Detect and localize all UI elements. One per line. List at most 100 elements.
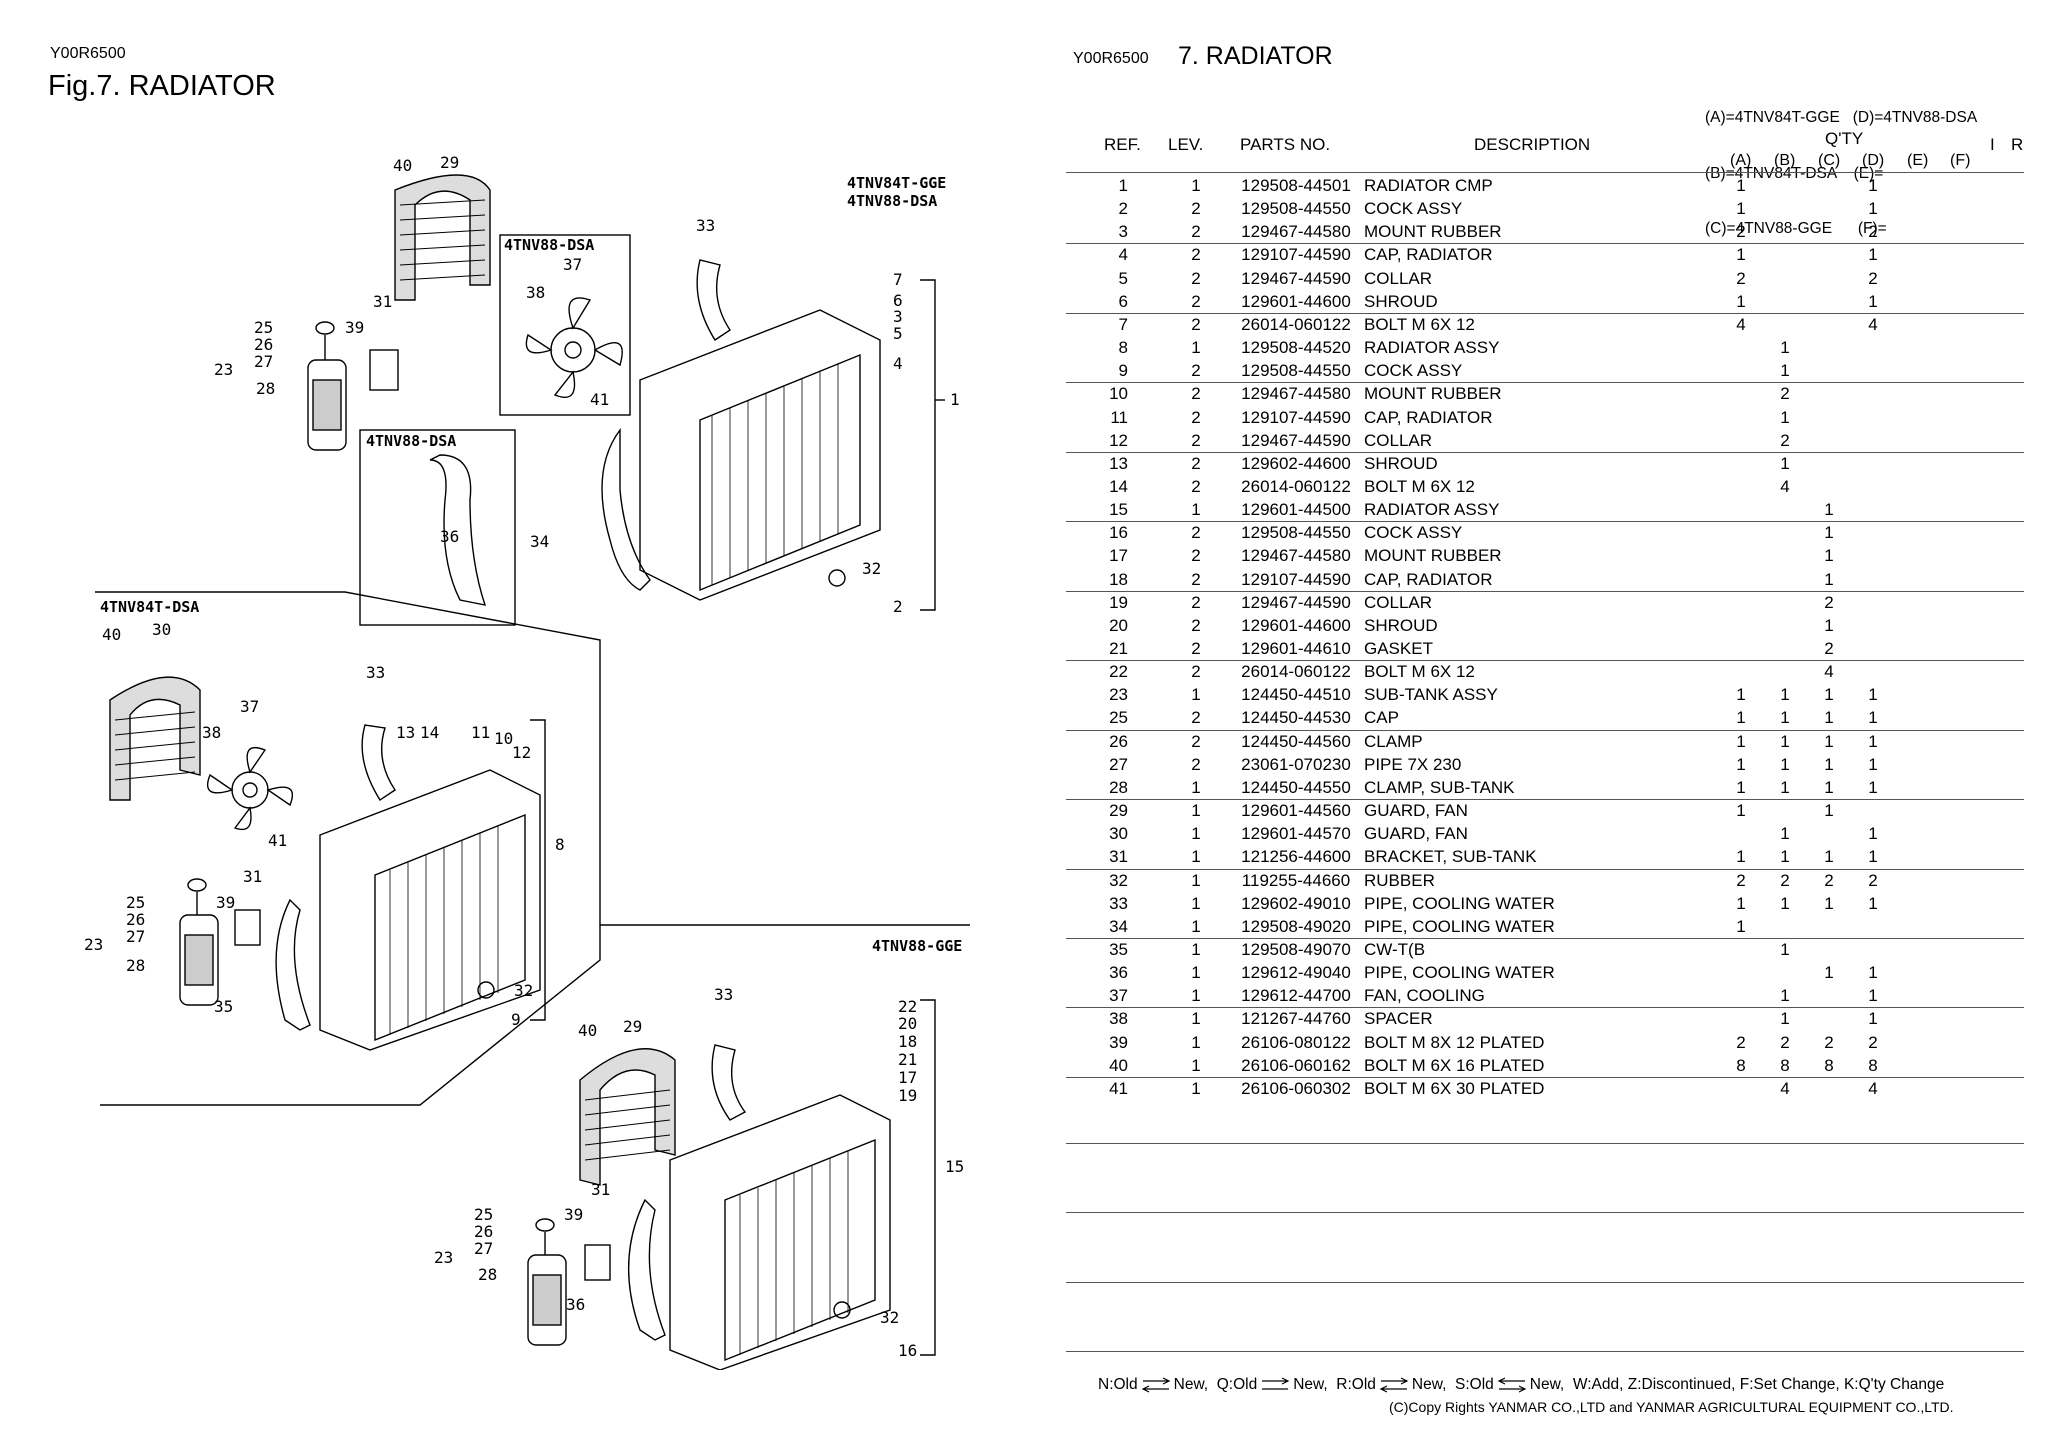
legend-n-new: New, — [1173, 1376, 1209, 1393]
part-number-cell: 129601-44600 — [1241, 291, 1351, 311]
section-title: 7. RADIATOR — [1178, 42, 1333, 70]
ref-cell: 4 — [1118, 245, 1128, 265]
callout: 39 — [345, 318, 364, 337]
ref-cell: 7 — [1118, 314, 1128, 334]
part-number-cell: 129601-44500 — [1241, 500, 1351, 520]
middle-assembly — [109, 676, 546, 1051]
legend-r: R:Old — [1336, 1376, 1376, 1393]
callout: 40 — [578, 1021, 597, 1040]
description-cell: COCK ASSY — [1364, 199, 1463, 219]
callout: 26 — [126, 910, 145, 929]
qty-cell-c: 1 — [1824, 963, 1834, 983]
lev-cell: 2 — [1191, 708, 1201, 728]
description-cell: BOLT M 8X 12 PLATED — [1364, 1032, 1545, 1052]
callout: 32 — [514, 981, 533, 1000]
part-number-cell: 119255-44660 — [1241, 870, 1351, 890]
copyright-notice: (C)Copy Rights YANMAR CO.,LTD and YANMAR… — [1389, 1399, 1954, 1415]
qty-cell-a: 1 — [1736, 847, 1746, 867]
callout: 41 — [590, 390, 609, 409]
ref-cell: 22 — [1109, 662, 1128, 682]
swap-arrows-icon — [1379, 1377, 1409, 1393]
part-number-cell: 129508-44501 — [1241, 176, 1351, 195]
table-rule — [1066, 1351, 2024, 1352]
part-number-cell: 129508-49020 — [1241, 916, 1351, 936]
qty-cell-b: 1 — [1780, 1009, 1790, 1029]
description-cell: CW-T(B — [1364, 939, 1426, 959]
lev-cell: 2 — [1191, 314, 1201, 334]
description-cell: GUARD, FAN — [1364, 824, 1468, 844]
qty-cell-b: 4 — [1780, 1078, 1790, 1098]
model-key-line: (B)=4TNV84T-DSA (E)= — [1705, 164, 1884, 182]
part-number-cell: 129601-44570 — [1241, 824, 1351, 844]
qty-cell-c: 2 — [1824, 639, 1834, 658]
qty-cell-b: 1 — [1780, 407, 1790, 427]
part-number-cell: 129612-49040 — [1241, 963, 1351, 983]
part-number-cell: 129508-44550 — [1241, 361, 1351, 381]
callout: 18 — [898, 1032, 917, 1051]
description-cell: CAP, RADIATOR — [1364, 245, 1493, 265]
description-header: DESCRIPTION — [1474, 135, 1591, 154]
lev-header: LEV. — [1168, 135, 1204, 154]
qty-cell-d: 1 — [1868, 893, 1878, 913]
lev-cell: 1 — [1191, 963, 1201, 983]
ref-cell: 17 — [1109, 546, 1128, 566]
description-cell: CAP — [1364, 708, 1399, 728]
table-rule — [1066, 521, 2024, 523]
qty-cell-c: 1 — [1824, 893, 1834, 913]
ref-cell: 14 — [1109, 476, 1128, 496]
qty-cell-a: 1 — [1736, 199, 1746, 219]
qty-cell-b: 1 — [1780, 685, 1790, 705]
callout: 19 — [898, 1086, 917, 1105]
lev-cell: 1 — [1191, 338, 1201, 358]
qty-col-c: (C) — [1818, 152, 1841, 169]
description-cell: MOUNT RUBBER — [1364, 384, 1502, 404]
qty-cell-a: 1 — [1736, 291, 1746, 311]
qty-cell-b: 2 — [1780, 384, 1790, 404]
callout: 12 — [512, 743, 531, 762]
table-rule — [1066, 937, 2024, 939]
lev-cell: 1 — [1191, 847, 1201, 867]
qty-cell-b: 2 — [1780, 870, 1790, 890]
description-cell: GUARD, FAN — [1364, 801, 1468, 821]
callout: 23 — [434, 1248, 453, 1267]
callout: 39 — [216, 893, 235, 912]
part-number-cell: 129107-44590 — [1241, 569, 1351, 589]
callout: 38 — [526, 283, 545, 302]
qty-cell-c: 1 — [1824, 708, 1834, 728]
document-code: Y00R6500 — [1073, 50, 1149, 67]
lev-cell: 1 — [1191, 939, 1201, 959]
callout: 33 — [696, 216, 715, 235]
ref-cell: 35 — [1109, 939, 1128, 959]
ref-cell: 25 — [1109, 708, 1128, 728]
description-cell: BOLT M 6X 12 — [1364, 476, 1475, 496]
qty-cell-c: 1 — [1824, 777, 1834, 797]
qty-cell-d: 2 — [1868, 870, 1878, 890]
lev-cell: 1 — [1191, 1055, 1201, 1075]
lev-cell: 1 — [1191, 801, 1201, 821]
table-rule — [1066, 799, 2024, 801]
document-code: Y00R6500 — [50, 45, 126, 62]
fan-guard-shape — [394, 174, 491, 301]
part-number-cell: 129601-44560 — [1241, 801, 1351, 821]
qty-cell-c: 2 — [1824, 1032, 1834, 1052]
part-number-cell: 129602-49010 — [1241, 893, 1351, 913]
separator-line — [100, 925, 601, 1106]
part-number-cell: 26106-080122 — [1241, 1032, 1351, 1052]
callout: 2 — [893, 597, 903, 616]
part-number-cell: 121267-44760 — [1241, 1009, 1351, 1029]
qty-cell-c: 2 — [1824, 592, 1834, 612]
qty-cell-a: 2 — [1736, 222, 1746, 242]
qty-cell-a: 1 — [1736, 777, 1746, 797]
ref-cell: 36 — [1109, 963, 1128, 983]
callout: 26 — [254, 335, 273, 354]
